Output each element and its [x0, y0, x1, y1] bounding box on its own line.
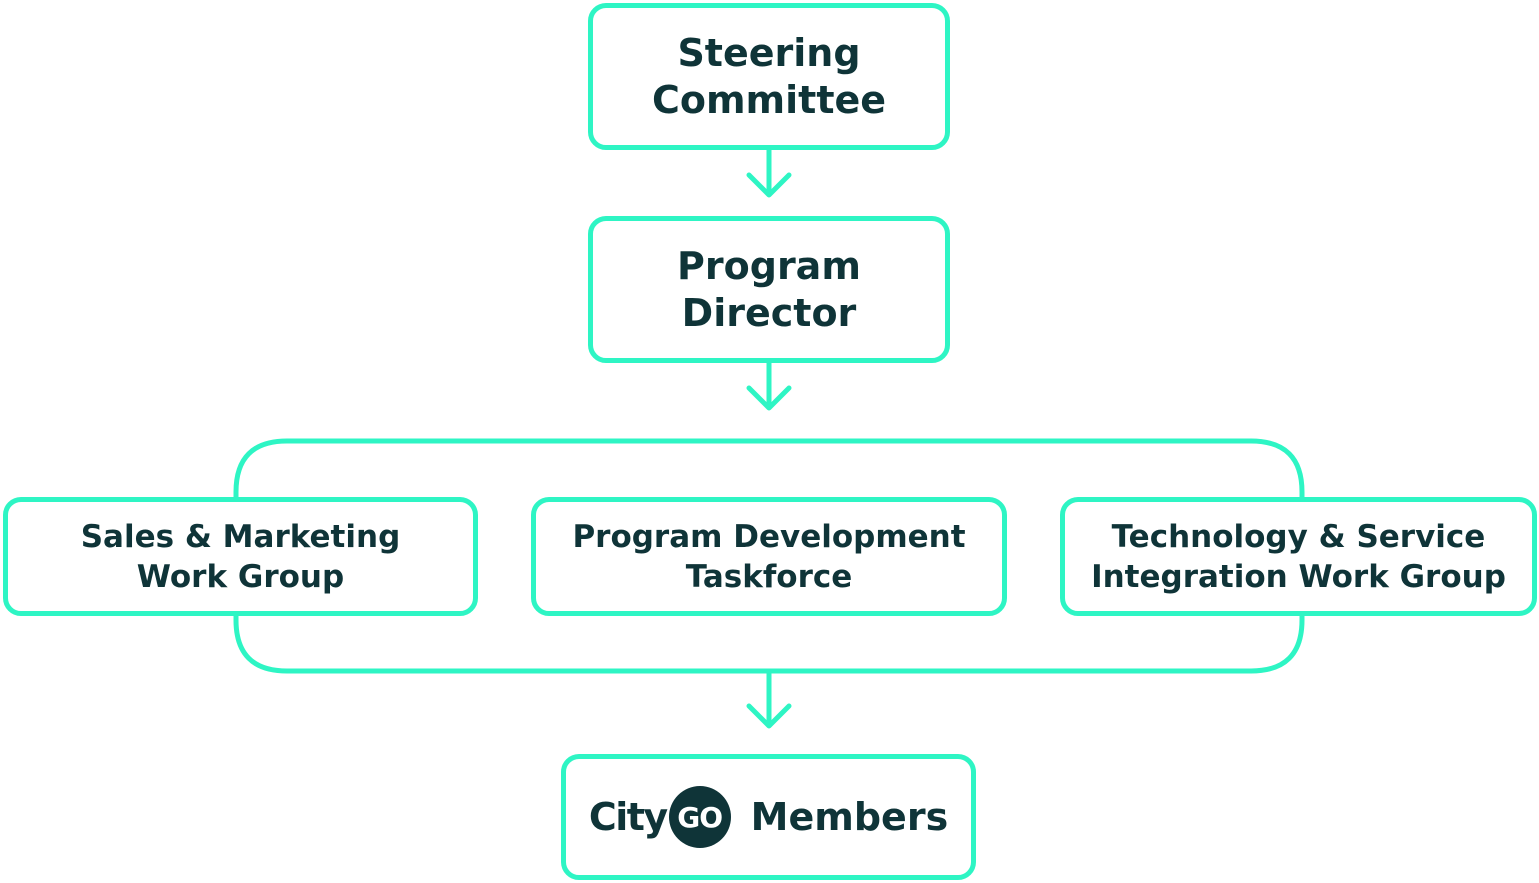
members-label: Members [750, 795, 949, 839]
logo-city-text: City [588, 795, 668, 839]
program-development-node: Program Development Taskforce [531, 497, 1007, 616]
program-director-node: Program Director [588, 216, 950, 363]
citygo-logo: City GO [589, 786, 731, 848]
sales-marketing-node: Sales & Marketing Work Group [3, 497, 478, 616]
logo-go-badge: GO [668, 786, 731, 848]
arrow-groups-to-members [746, 670, 792, 729]
sales-marketing-label: Sales & Marketing Work Group [80, 518, 401, 595]
steering-committee-node: Steering Committee [588, 3, 950, 150]
program-director-label: Program Director [677, 243, 861, 335]
group-bracket-top [233, 438, 1305, 500]
group-bracket-bottom [233, 613, 1305, 674]
arrow-director-to-groups [746, 360, 792, 411]
program-development-label: Program Development Taskforce [572, 518, 966, 595]
steering-committee-label: Steering Committee [651, 30, 887, 122]
technology-service-node: Technology & Service Integration Work Gr… [1060, 497, 1537, 616]
citygo-members-node: City GO Members [561, 754, 976, 880]
arrow-steering-to-director [746, 147, 792, 198]
members-content: City GO Members [589, 786, 948, 848]
technology-service-label: Technology & Service Integration Work Gr… [1091, 518, 1506, 595]
